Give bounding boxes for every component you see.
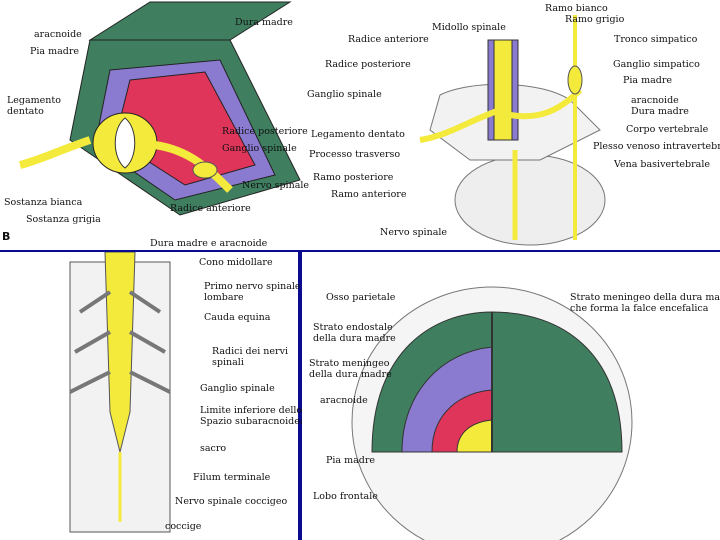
label-ramo-anteriore: Ramo anteriore: [331, 189, 407, 200]
label-ramo-grigio: Ramo grigio: [565, 14, 625, 25]
spinal-cord-segment-drawing: [18, 1, 301, 216]
label-dura-madre: Dura madre: [235, 17, 293, 28]
label-sostanza-bianca: Sostanza bianca: [4, 197, 83, 208]
spinal-ganglion-shape: [192, 161, 218, 179]
cauda-equina-shape: [104, 252, 136, 453]
cranial-meninges-panel: [302, 252, 720, 540]
spinal-meninges-illustration: [18, 1, 606, 246]
dura-right: [491, 311, 623, 453]
label-osso-parietale: Osso parietale: [326, 292, 396, 303]
label-dura-aracnoide: Dura madre e aracnoide: [150, 238, 268, 249]
left-nerve-root: [18, 136, 92, 169]
label-radice-anteriore-top: Radice anteriore: [348, 34, 429, 45]
label-tronco-simpatico: Tronco simpatico: [614, 34, 698, 45]
label-ramo-posteriore: Ramo posteriore: [313, 172, 394, 183]
label-limite-inferiore: Limite inferiore dello Spazio subaracnoi…: [200, 405, 315, 427]
label-radice-posteriore: Radice posteriore: [222, 126, 308, 137]
label-lobo-frontale: Lobo frontale: [313, 491, 378, 502]
label-cauda-equina: Cauda equina: [204, 312, 271, 323]
label-nervo-spinale-right: Nervo spinale: [380, 227, 448, 238]
panel-letter: B: [2, 230, 11, 243]
label-aracnoide: aracnoide: [34, 29, 82, 40]
label-pia-madre: Pia madre: [30, 46, 80, 57]
label-processo-trasverso: Processo trasverso: [309, 149, 401, 160]
label-aracnoide-br: aracnoide: [320, 395, 368, 406]
left-spinal-nerve: [419, 107, 501, 143]
right-nerve-root: [154, 141, 233, 193]
label-pia-madre-br: Pia madre: [326, 455, 376, 466]
label-legamento-dentato: Legamento dentato: [7, 95, 61, 117]
label-corpo-vertebrale: Corpo vertebrale: [626, 124, 709, 135]
label-midollo-spinale: Midollo spinale: [432, 22, 506, 33]
vertebra-drawing: [419, 15, 606, 246]
sympathetic-ganglion: [567, 65, 583, 95]
gray-matter-butterfly: [114, 117, 136, 169]
label-sostanza-grigia: Sostanza grigia: [26, 214, 101, 225]
label-radice-posteriore-top: Radice posteriore: [325, 59, 411, 70]
label-ganglio-spinale-bl: Ganglio spinale: [200, 383, 275, 394]
label-ganglio-spinale: Ganglio spinale: [222, 143, 297, 154]
label-sacro: sacro: [200, 443, 227, 454]
label-radice-anteriore: Radice anteriore: [170, 203, 251, 214]
label-ganglio-simpatico: Ganglio simpatico: [613, 59, 700, 70]
label-cono-midollare: Cono midollare: [199, 257, 273, 268]
label-filum-terminale: Filum terminale: [193, 472, 271, 483]
cord-core: [493, 39, 513, 141]
lumbar-sacral-illustration: [69, 252, 171, 533]
label-strato-meningeo: Strato meningeo della dura madre: [309, 358, 392, 380]
label-coccige: coccige: [165, 521, 202, 532]
label-strato-meningeo-falce: Strato meningeo della dura madre che for…: [570, 292, 720, 314]
label-vena-basivertebrale: Vena basivertebrale: [614, 159, 710, 170]
skull-illustration: [351, 286, 633, 540]
label-aracnoide-dura: aracnoide Dura madre: [631, 95, 689, 117]
label-primo-nervo: Primo nervo spinale lombare: [204, 281, 301, 303]
spinal-nerve-roots: [69, 290, 171, 394]
label-radici-nervi: Radici dei nervi spinali: [212, 346, 288, 368]
label-strato-endostale: Strato endostale della dura madre: [313, 322, 396, 344]
label-pia-madre-right: Pia madre: [623, 75, 673, 86]
label-ganglio-spinale-top: Ganglio spinale: [307, 89, 382, 100]
vertebral-body: [454, 154, 606, 246]
label-legamento-dentato-right: Legamento dentato: [311, 129, 405, 140]
label-ramo-bianco: Ramo bianco: [545, 3, 608, 14]
label-plesso-venoso: Plesso venoso intravertebrale: [593, 141, 720, 152]
label-nervo-spinale: Nervo spinale: [242, 180, 310, 191]
cauda-equina-panel: [0, 252, 298, 540]
label-nervo-coccigeo: Nervo spinale coccigeo: [175, 496, 288, 507]
spinal-cord-cross-section-panel: Dura madre aracnoide Pia madre Legamento…: [0, 0, 720, 250]
